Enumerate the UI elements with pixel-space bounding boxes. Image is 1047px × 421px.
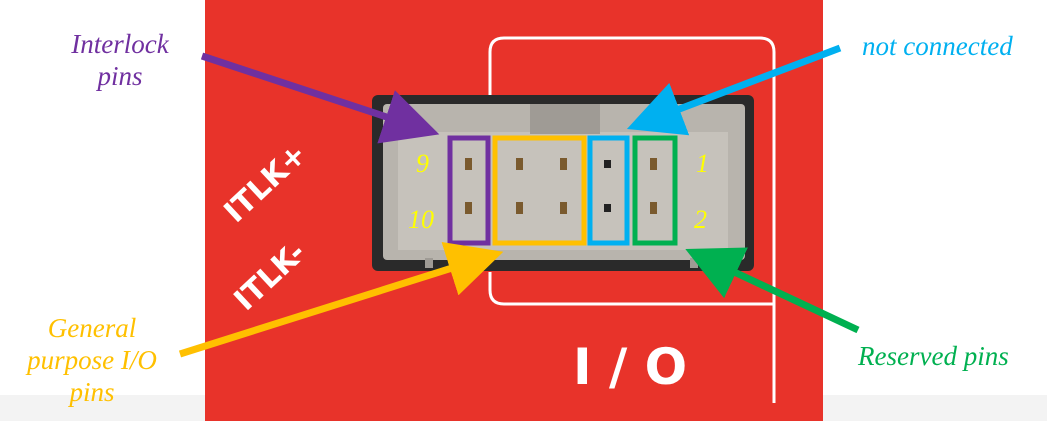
reserved-callout: Reserved pins xyxy=(858,341,1009,371)
interlock-callout: Interlock pins xyxy=(60,28,180,92)
pin xyxy=(650,158,657,170)
pin-number-1: 1 xyxy=(696,149,709,178)
not-connected-callout: not connected xyxy=(862,31,1013,61)
reserved-arrow xyxy=(685,247,860,334)
reserved-highlight-box xyxy=(632,135,678,246)
interlock-arrow xyxy=(200,52,440,144)
latch-left xyxy=(425,258,433,268)
interlock-callout-line-2: pins xyxy=(97,61,143,91)
pin xyxy=(465,158,472,170)
pin xyxy=(516,158,523,170)
pin-number-10: 10 xyxy=(408,205,434,234)
pin xyxy=(650,202,657,214)
interlock-callout-line-1: Interlock xyxy=(71,29,169,59)
not-connected-highlight-box xyxy=(587,135,630,246)
pin-number-9: 9 xyxy=(416,149,429,178)
connector-key xyxy=(530,104,600,134)
gpio-arrow xyxy=(178,241,504,358)
pin-grid xyxy=(465,158,657,214)
gpio-callout-line-2: purpose I/O xyxy=(27,345,157,375)
pin xyxy=(560,202,567,214)
pin xyxy=(465,202,472,214)
gpio-callout-line-3: pins xyxy=(69,377,115,407)
latch-right xyxy=(690,258,698,268)
pin xyxy=(516,202,523,214)
gpio-callout: General purpose I/O pins xyxy=(2,312,182,408)
pin-number-2: 2 xyxy=(694,205,707,234)
pin-hole xyxy=(604,160,611,168)
gpio-callout-line-1: General xyxy=(47,313,137,343)
not-connected-arrow xyxy=(626,44,842,136)
io-label: I / O xyxy=(573,338,687,396)
pin-hole xyxy=(604,204,611,212)
gpio-highlight-box xyxy=(492,135,587,246)
pin xyxy=(560,158,567,170)
